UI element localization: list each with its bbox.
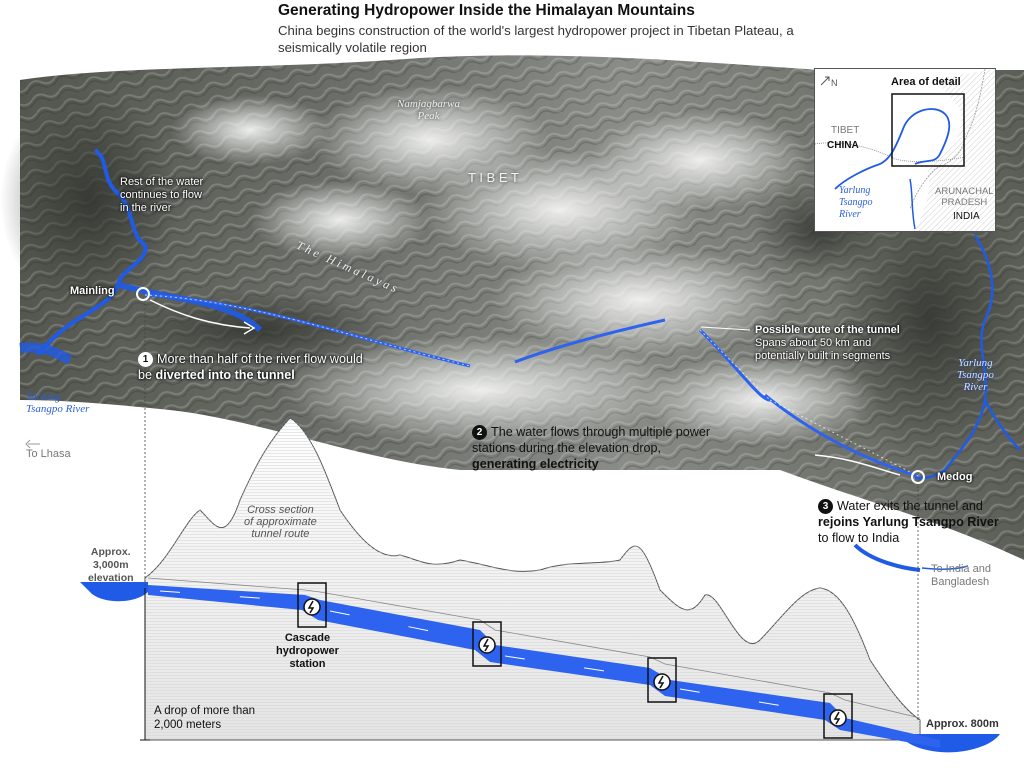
step-text-end: to flow to India: [818, 531, 900, 545]
inset-tibet: TIBET: [831, 125, 860, 136]
station-box: [647, 657, 677, 703]
step-number: 2: [472, 425, 487, 440]
route-title: Possible route of the tunnel: [755, 324, 900, 336]
inset-india: INDIA: [953, 211, 980, 222]
step-text: The water flows through multiple power s…: [472, 425, 711, 455]
tibet-label: T I B E T: [468, 170, 519, 185]
step-text: Water exits the tunnel and: [837, 499, 983, 513]
inset-map-graphic: [815, 69, 995, 231]
step-3: 3 Water exits the tunnel and rejoins Yarl…: [818, 498, 1008, 546]
step-bold: generating electricity: [472, 457, 599, 471]
step-bold: diverted into the tunnel: [155, 368, 295, 382]
inset-map: N Area of detail TIBET CHINA Yarlung Tsa…: [814, 68, 996, 232]
route-desc: Spans about 50 km and potentially built …: [755, 337, 891, 362]
step-number: 1: [138, 352, 153, 367]
river-label-left: Yarlung Tsangpo River: [26, 391, 90, 415]
station-label: Cascade hydropower station: [276, 632, 339, 670]
station-box: [297, 582, 327, 628]
mainling-label: Mainling: [70, 285, 115, 297]
start-elevation-label: Approx. 3,000m elevation: [88, 546, 134, 584]
route-label: Possible route of the tunnel Spans about…: [755, 324, 900, 363]
drop-label: A drop of more than 2,000 meters: [154, 705, 256, 731]
inset-river: Yarlung Tsangpo River: [839, 185, 873, 220]
river-label-right: Yarlung Tsangpo River: [957, 357, 994, 393]
north-label: N: [831, 78, 838, 88]
inset-title: Area of detail: [891, 76, 961, 88]
peak-label: Namjagbarwa Peak: [397, 98, 460, 122]
to-lhasa-label: To Lhasa: [26, 448, 71, 460]
to-india-label: To India and Bangladesh: [931, 563, 991, 588]
station-box: [472, 621, 502, 667]
medog-label: Medog: [937, 471, 973, 483]
step-bold: rejoins Yarlung Tsangpo River: [818, 515, 999, 529]
inset-china: CHINA: [827, 140, 859, 151]
station-box: [823, 693, 853, 739]
step-text: More than half of the river flow would b…: [138, 352, 363, 382]
cross-section-caption: Cross section of approximate tunnel rout…: [244, 504, 317, 540]
end-elevation-label: Approx. 800m: [926, 718, 999, 730]
inset-arunachal: ARUNACHAL PRADESH: [935, 186, 994, 208]
page-subtitle: China begins construction of the world's…: [278, 23, 794, 55]
rest-of-water-label: Rest of the water continues to flow in t…: [120, 176, 204, 214]
step-number: 3: [818, 499, 833, 514]
page-title: Generating Hydropower Inside the Himalay…: [278, 2, 695, 19]
